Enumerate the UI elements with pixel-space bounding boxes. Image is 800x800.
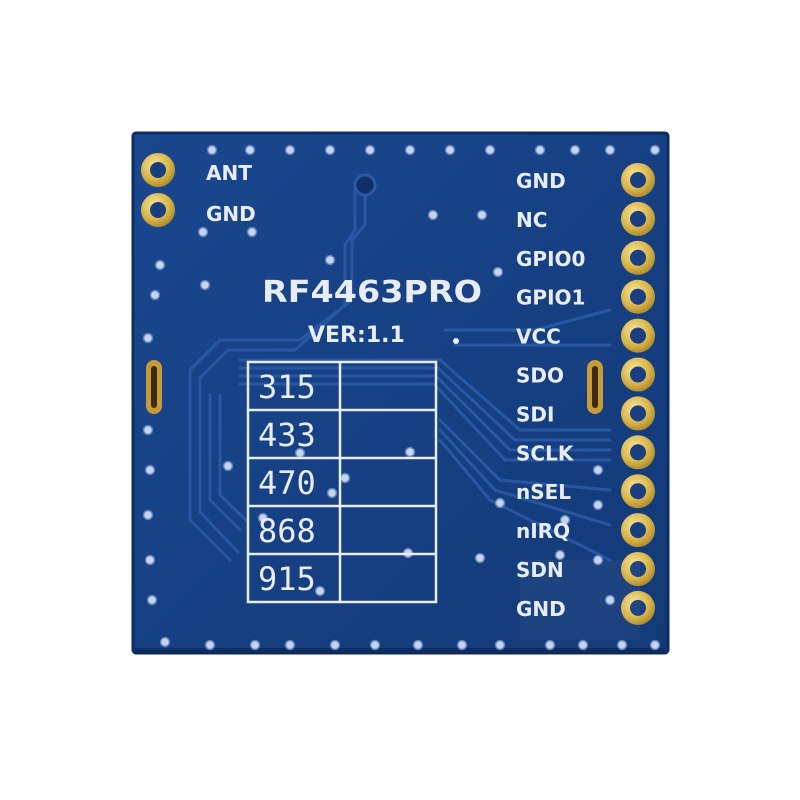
via: [404, 144, 416, 156]
via: [142, 332, 154, 344]
pin-label-6: SDI: [516, 402, 554, 426]
pin-label-3: GPIO1: [516, 286, 585, 310]
via: [142, 509, 154, 521]
via: [326, 487, 338, 499]
via: [544, 639, 556, 651]
via: [329, 639, 341, 651]
via: [604, 594, 616, 606]
via: [284, 144, 296, 156]
via: [339, 472, 351, 484]
pcb-traces: [188, 183, 612, 562]
pad-hole: [630, 405, 646, 422]
via: [144, 464, 156, 476]
antenna-via: [353, 173, 377, 197]
via: [314, 585, 326, 597]
via: [592, 499, 604, 511]
via: [616, 639, 628, 651]
photo-glare: [520, 560, 640, 640]
pin-label-1: NC: [516, 208, 547, 232]
via: [249, 639, 261, 651]
via: [257, 512, 269, 524]
pad-hole: [630, 327, 646, 344]
label-ant: ANT: [206, 161, 252, 185]
vias: [142, 144, 661, 651]
pin-label-2: GPIO0: [516, 247, 585, 271]
via: [364, 144, 376, 156]
pad-hole: [630, 561, 646, 577]
via: [494, 497, 506, 509]
via: [444, 144, 456, 156]
via: [577, 639, 589, 651]
via: [284, 639, 296, 651]
via: [649, 639, 661, 651]
pad-hole: [630, 366, 646, 383]
via: [649, 144, 661, 156]
pad-hole: [630, 172, 646, 188]
frequency-labels: 315 433 470 868 915: [258, 368, 316, 598]
via: [149, 289, 161, 301]
via: [412, 639, 424, 651]
pin-label-0: GND: [516, 169, 566, 193]
freq-label-2: 470: [258, 464, 316, 502]
freq-label-3: 868: [258, 512, 316, 550]
pad-hole: [630, 444, 646, 461]
via: [456, 639, 468, 651]
via: [592, 554, 604, 566]
pad-hole: [630, 210, 646, 227]
silk-dot: [453, 338, 459, 344]
left-pads: [141, 153, 175, 227]
via: [554, 549, 566, 561]
pin-label-8: nSEL: [516, 480, 571, 504]
freq-label-1: 433: [258, 416, 316, 454]
pad-hole: [630, 288, 646, 305]
pin-label-9: nIRQ: [516, 519, 570, 543]
via: [559, 514, 571, 526]
via: [474, 552, 486, 564]
via: [142, 424, 154, 436]
pad-hole: [630, 483, 646, 500]
via: [534, 144, 546, 156]
via: [592, 464, 604, 476]
freq-label-4: 915: [258, 560, 316, 598]
via: [492, 266, 504, 278]
pad-hole: [630, 522, 646, 539]
pin-label-4: VCC: [516, 325, 561, 349]
via: [404, 446, 416, 458]
via: [206, 144, 218, 156]
via: [246, 226, 258, 238]
pin-label-5: SDO: [516, 364, 564, 388]
board-version: VER:1.1: [308, 323, 405, 348]
board-model: RF4463PRO: [262, 275, 482, 310]
label-gnd-left: GND: [206, 202, 256, 226]
via: [484, 144, 496, 156]
via: [569, 144, 581, 156]
via: [494, 639, 506, 651]
via: [427, 209, 439, 221]
pad-hole: [630, 599, 646, 616]
right-pads: [621, 163, 655, 625]
via: [159, 636, 171, 648]
via: [204, 639, 216, 651]
frequency-table: [246, 360, 438, 604]
via: [324, 254, 336, 266]
via: [222, 460, 234, 472]
pin-label-10: SDN: [516, 558, 564, 582]
pad-hole: [630, 249, 646, 266]
via: [144, 554, 156, 566]
via: [244, 144, 256, 156]
via: [154, 259, 166, 271]
via: [197, 226, 209, 238]
via: [369, 639, 381, 651]
freq-label-0: 315: [258, 368, 316, 406]
pin-label-7: SCLK: [516, 441, 575, 465]
pcb-shadow-edge: [135, 648, 665, 654]
pin-label-11: GND: [516, 597, 566, 621]
via: [324, 144, 336, 156]
via: [146, 594, 158, 606]
via: [604, 144, 616, 156]
via: [199, 279, 211, 291]
via: [476, 209, 488, 221]
